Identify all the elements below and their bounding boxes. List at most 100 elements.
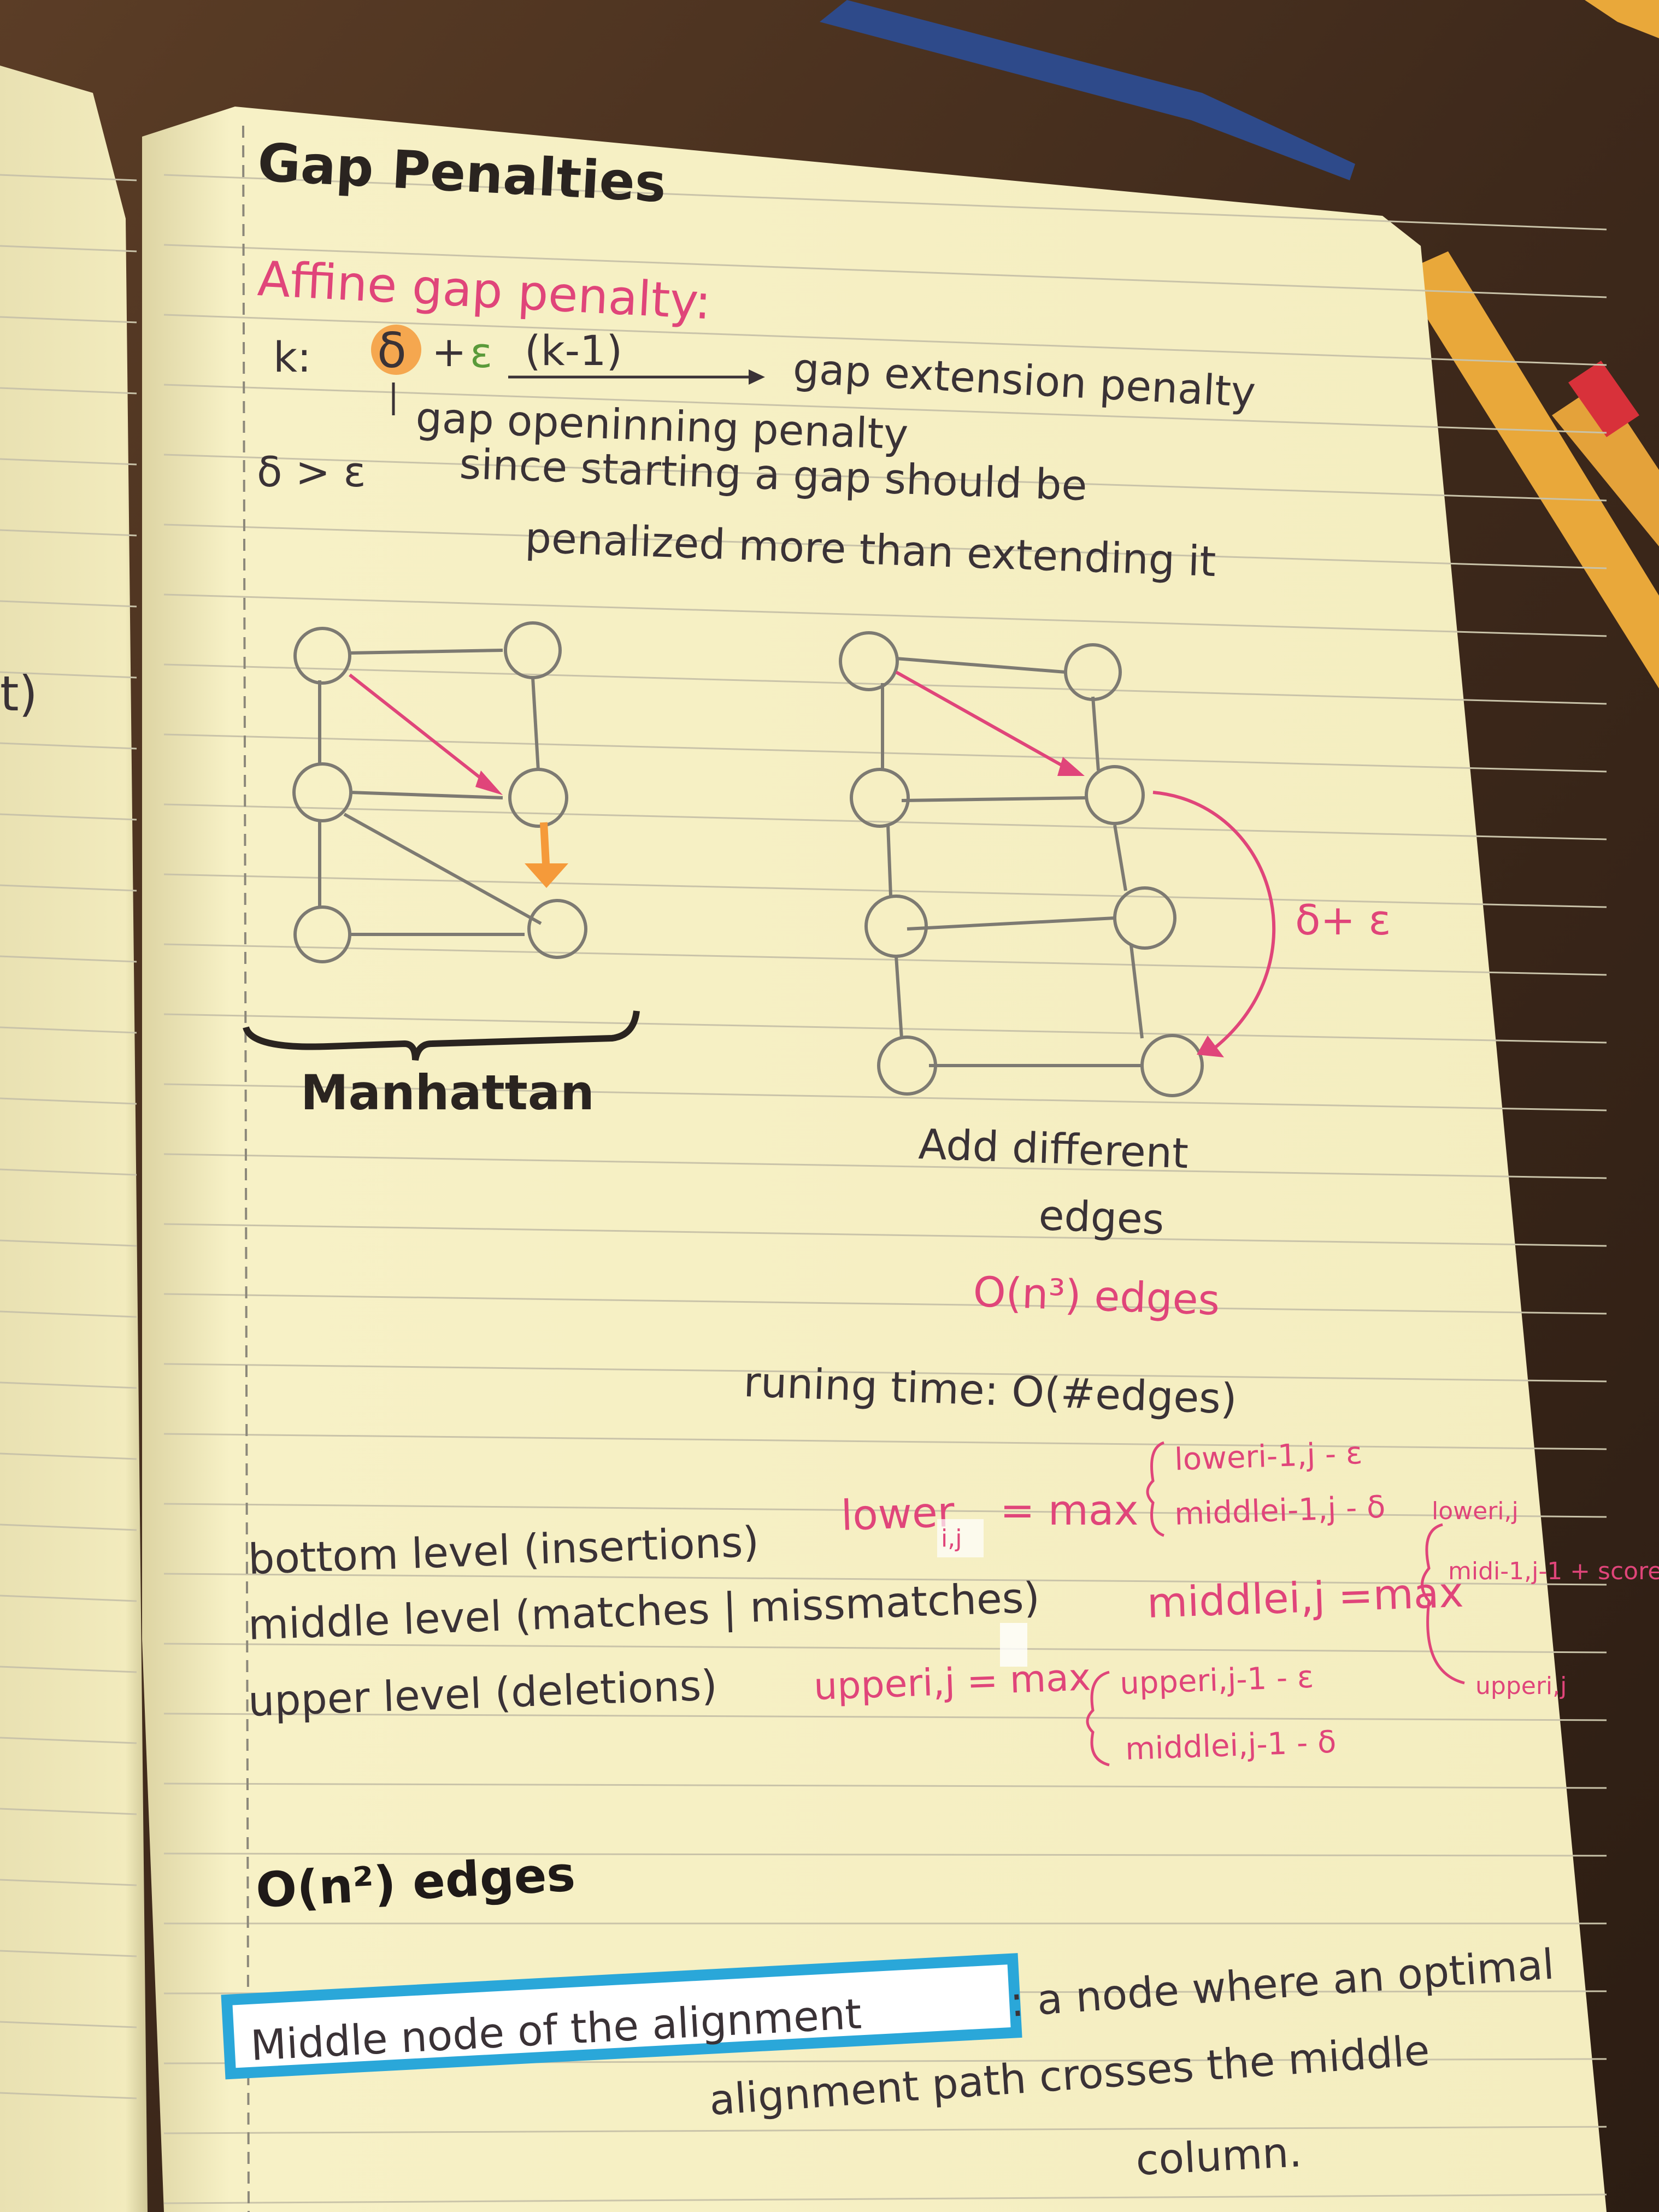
ruled-line	[163, 454, 1607, 502]
ruled-line	[0, 884, 137, 892]
ruled-line	[163, 1083, 1607, 1111]
long-edge-label: δ+ ε	[1295, 896, 1391, 944]
ruled-line	[0, 1950, 137, 1957]
grid-node	[292, 762, 352, 822]
yellow-pen-top	[1585, 0, 1659, 38]
upper-case2: middlei,j-1 - δ	[1125, 1725, 1337, 1767]
ruled-line	[0, 458, 137, 466]
ruled-line	[163, 943, 1607, 976]
ruled-line	[163, 1782, 1607, 1789]
grid-edge	[349, 649, 503, 655]
yellow-pen-2	[1552, 383, 1659, 546]
grid-node	[877, 1036, 937, 1096]
lower-subscript-box	[937, 1519, 984, 1557]
middle-case3: upperi,j	[1475, 1672, 1567, 1700]
ruled-line	[163, 803, 1607, 840]
ruled-line	[163, 733, 1607, 773]
ruled-line	[163, 1223, 1607, 1247]
ruled-line	[0, 813, 137, 821]
ruled-line	[163, 1433, 1607, 1450]
ruled-line	[0, 529, 137, 537]
grid-edge	[531, 677, 540, 771]
ruled-line	[0, 1381, 137, 1389]
lower-brace	[1146, 1441, 1164, 1537]
formula-plus: +	[432, 327, 467, 376]
ruled-line	[163, 1852, 1607, 1857]
formula-delta: δ	[377, 322, 407, 379]
definition-line3: column.	[1134, 2127, 1303, 2185]
grid-edge	[1113, 825, 1127, 891]
grid-edge	[907, 916, 1115, 931]
ruled-line	[0, 1879, 137, 1886]
ruled-lines	[163, 174, 1607, 2204]
middle-brace	[1421, 1523, 1465, 1685]
ruled-line	[0, 671, 137, 679]
ruled-line	[163, 2126, 1607, 2134]
lower-case1: loweri-1,j - ε	[1174, 1436, 1363, 1478]
ruled-line	[163, 593, 1607, 637]
diagonal-pink-arrow	[895, 670, 1072, 772]
grid-node	[1085, 765, 1145, 825]
ruled-line	[0, 2021, 137, 2028]
grid-node	[508, 768, 568, 828]
grid-node	[1064, 643, 1122, 701]
formula-rest: (k-1)	[525, 326, 622, 375]
grid-edge	[886, 825, 892, 897]
middle-case1: loweri,j	[1432, 1497, 1519, 1525]
ruled-line	[163, 1713, 1607, 1721]
red-pen-cap	[1568, 361, 1639, 437]
affine-grid	[839, 631, 1204, 1097]
ruled-line	[0, 1523, 137, 1531]
grid-edge	[349, 791, 503, 799]
upper-brace	[1086, 1670, 1110, 1767]
diagonal-pink-arrow	[349, 673, 493, 789]
extension-arrowhead	[749, 369, 765, 385]
ruled-line	[163, 1293, 1607, 1315]
ruled-line	[163, 384, 1607, 434]
grid-node	[293, 905, 351, 963]
grid-node	[527, 899, 587, 959]
ruled-line	[163, 873, 1607, 908]
ruled-line	[0, 1595, 137, 1602]
grid-edge	[343, 813, 542, 925]
margin-fragment: t)	[0, 666, 38, 722]
grid-edge	[1091, 696, 1100, 771]
ruled-line	[0, 1097, 137, 1105]
ruled-line	[0, 245, 137, 252]
formula-k: k:	[273, 333, 311, 381]
ruled-line	[163, 1573, 1607, 1586]
ruled-line	[0, 1310, 137, 1318]
ruled-line	[163, 1013, 1607, 1044]
ruled-line	[0, 2092, 137, 2099]
lower-sub: i,j	[941, 1525, 962, 1552]
ruled-line	[0, 387, 137, 395]
grid-edge	[896, 657, 1066, 674]
max-word: = max	[1000, 1486, 1138, 1534]
ruled-line	[0, 1239, 137, 1247]
delta-highlight	[371, 325, 421, 375]
inequality: δ > ε	[257, 448, 366, 496]
ruled-line	[0, 955, 137, 963]
upper-case1: upperi,j-1 - ε	[1119, 1660, 1314, 1702]
long-edge-arrowhead	[1197, 1036, 1224, 1057]
ruled-line	[0, 1808, 137, 1815]
manhattan-grid	[292, 621, 587, 963]
diagonal-pink-arrowhead	[475, 770, 503, 795]
grid-edge	[895, 956, 903, 1039]
correction-tape	[1000, 1623, 1027, 1667]
ruled-line	[163, 1503, 1607, 1518]
ruled-line	[163, 523, 1607, 569]
left-page	[0, 66, 148, 2212]
ruled-line	[163, 1363, 1607, 1382]
right-page	[142, 107, 1607, 2212]
long-edge-arrow	[1152, 791, 1276, 1051]
left-page-lines	[0, 174, 137, 2099]
middle-eq: middlei,j =max	[1146, 1568, 1464, 1627]
upper-eq: upperi,j = max	[813, 1656, 1091, 1709]
ruled-line	[0, 742, 137, 750]
ruled-line	[0, 1452, 137, 1460]
ruled-line	[163, 1643, 1607, 1654]
blue-pen	[820, 0, 1355, 180]
ruled-line	[0, 1666, 137, 1673]
